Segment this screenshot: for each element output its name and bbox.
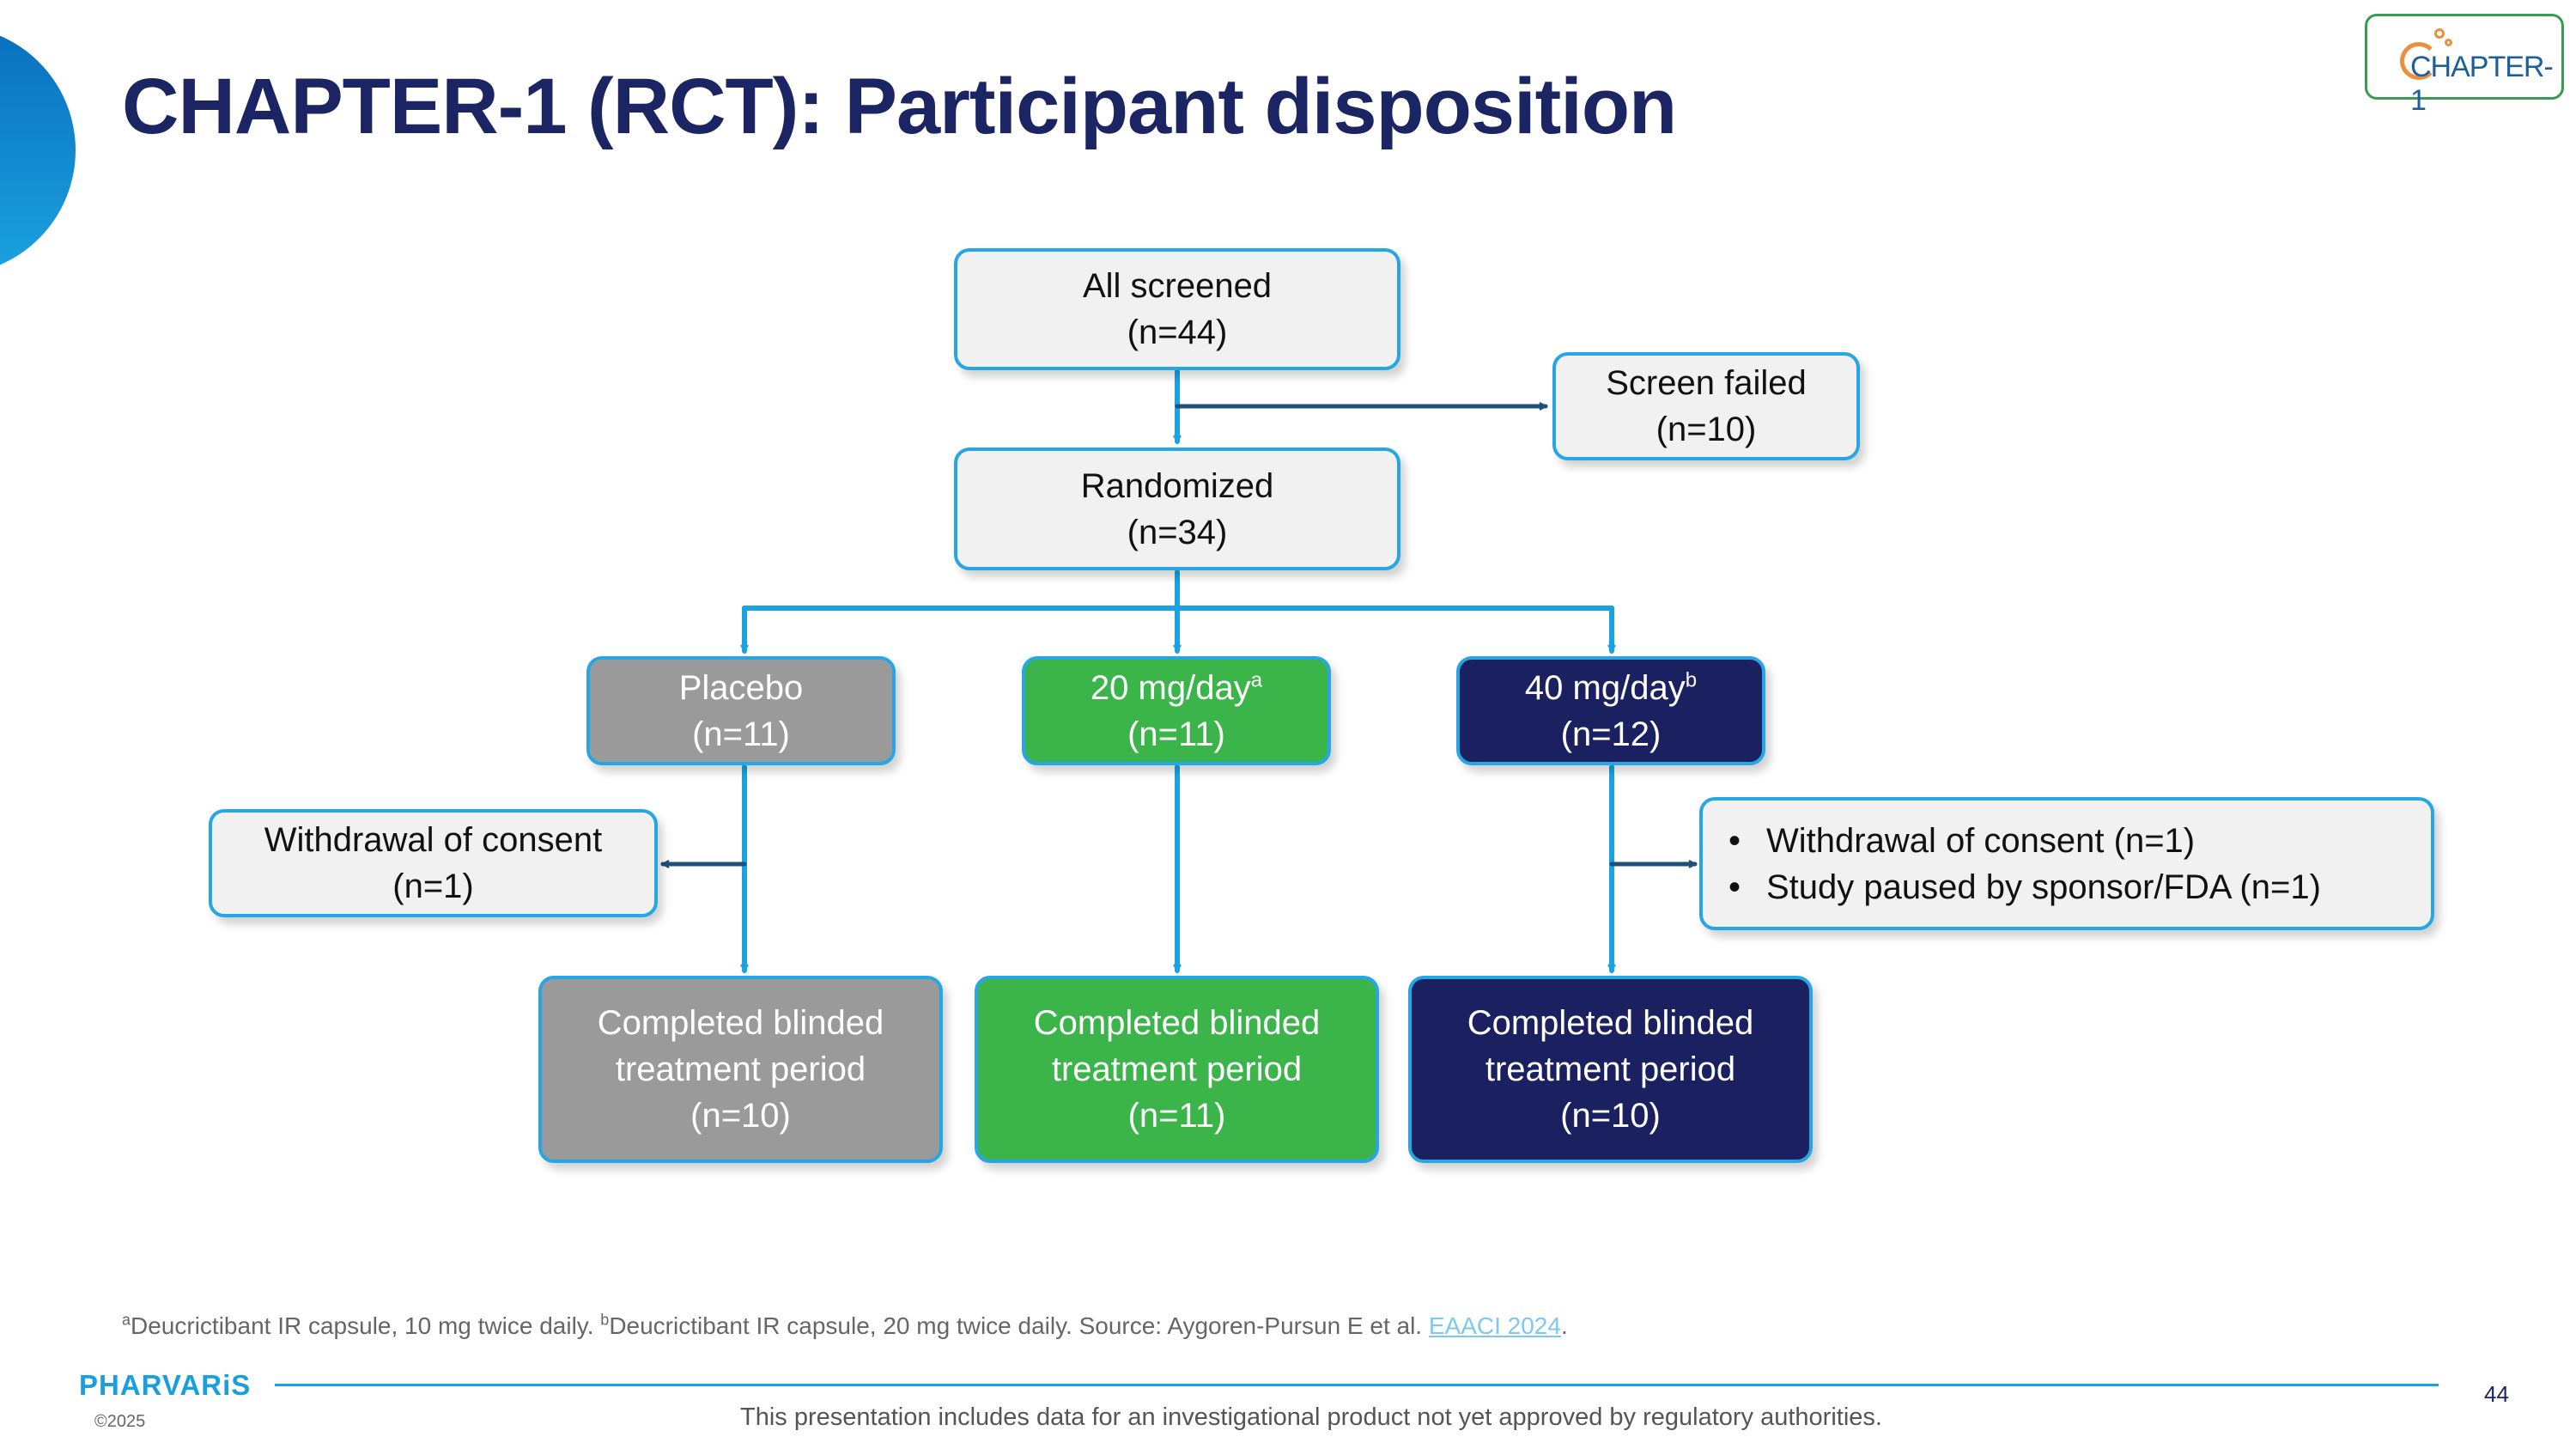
arm-label: 40 mg/dayb — [1524, 668, 1698, 707]
box-count: (n=1) — [392, 868, 474, 905]
box-line: Completed blinded — [1467, 1004, 1754, 1042]
box-label: All screened — [1082, 267, 1273, 305]
box-arm-placebo: Placebo (n=11) — [586, 656, 896, 765]
source-link[interactable]: EAACI 2024 — [1428, 1312, 1561, 1339]
logo-bubble-icon — [2434, 28, 2445, 39]
list-item: •Withdrawal of consent (n=1) — [1728, 821, 2196, 860]
box-count: (n=10) — [690, 1097, 791, 1135]
page-number: 44 — [2484, 1381, 2509, 1407]
box-label: Withdrawal of consent — [264, 821, 603, 859]
footer-divider — [275, 1384, 2439, 1386]
box-label: Screen failed — [1606, 364, 1807, 402]
page-title: CHAPTER-1 (RCT): Participant disposition — [122, 63, 1677, 150]
box-withdrawal-placebo: Withdrawal of consent (n=1) — [209, 809, 658, 917]
box-randomized: Randomized (n=34) — [954, 447, 1400, 570]
pharvaris-logo: PHARVARiS — [79, 1369, 252, 1401]
box-withdrawal-40mg: •Withdrawal of consent (n=1) •Study paus… — [1699, 797, 2434, 930]
box-completed-20mg: Completed blinded treatment period (n=11… — [975, 976, 1379, 1163]
logo-bubble-icon — [2445, 39, 2452, 46]
box-count: (n=44) — [1127, 314, 1228, 351]
box-count: (n=10) — [1560, 1097, 1661, 1135]
box-arm-40mg: 40 mg/dayb (n=12) — [1456, 656, 1765, 765]
disclaimer: This presentation includes data for an i… — [740, 1403, 1882, 1431]
box-line: treatment period — [615, 1050, 866, 1088]
box-line: Completed blinded — [1033, 1004, 1321, 1042]
box-count: (n=34) — [1127, 513, 1228, 551]
box-count: (n=10) — [1656, 411, 1757, 448]
copyright: ©2025 — [94, 1412, 146, 1431]
box-count: (n=11) — [1127, 1097, 1226, 1135]
box-line: treatment period — [1485, 1050, 1736, 1088]
arm-count: (n=11) — [1127, 715, 1225, 753]
logo-c-icon — [2400, 42, 2438, 80]
box-completed-40mg: Completed blinded treatment period (n=10… — [1408, 976, 1813, 1163]
arm-label: Placebo — [678, 668, 804, 707]
arm-count: (n=12) — [1560, 715, 1662, 753]
box-line: Completed blinded — [597, 1004, 884, 1042]
box-label: Randomized — [1080, 466, 1274, 505]
chapter1-logo: CHAPTER-1 — [2365, 14, 2564, 117]
box-completed-placebo: Completed blinded treatment period (n=10… — [538, 976, 943, 1163]
logo-text: CHAPTER-1 — [2410, 51, 2554, 117]
arm-label: 20 mg/daya — [1090, 668, 1263, 707]
box-line: treatment period — [1051, 1050, 1303, 1088]
arm-count: (n=11) — [692, 715, 790, 753]
footnote: aDeucrictibant IR capsule, 10 mg twice d… — [122, 1311, 1568, 1339]
box-screen-failed: Screen failed (n=10) — [1552, 352, 1860, 460]
box-all-screened: All screened (n=44) — [954, 248, 1400, 370]
list-item: •Study paused by sponsor/FDA (n=1) — [1728, 868, 2321, 906]
box-arm-20mg: 20 mg/daya (n=11) — [1022, 656, 1331, 765]
